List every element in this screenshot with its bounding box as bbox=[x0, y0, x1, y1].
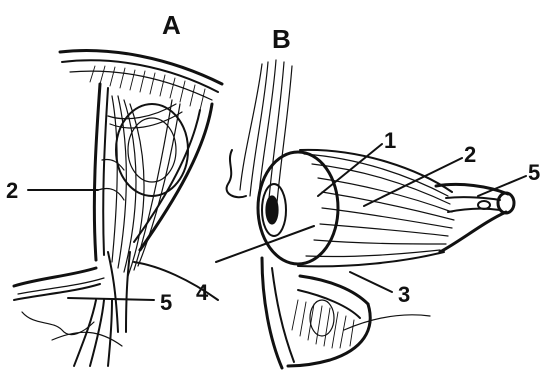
label-a-5: 5 bbox=[160, 290, 172, 315]
panel-a-title: A bbox=[162, 10, 181, 40]
label-b-1: 1 bbox=[384, 128, 396, 153]
panel-b-title: B bbox=[272, 24, 291, 54]
panel-a-illustration bbox=[14, 50, 222, 366]
leader-b-4 bbox=[216, 226, 314, 262]
label-b-5: 5 bbox=[528, 160, 540, 185]
label-b-3: 3 bbox=[398, 282, 410, 307]
leader-a-5 bbox=[68, 298, 154, 300]
label-b-4: 4 bbox=[196, 280, 209, 305]
label-a-2: 2 bbox=[6, 178, 18, 203]
panel-b-illustration bbox=[227, 60, 514, 368]
label-b-2: 2 bbox=[464, 142, 476, 167]
leader-b-3 bbox=[350, 272, 392, 292]
